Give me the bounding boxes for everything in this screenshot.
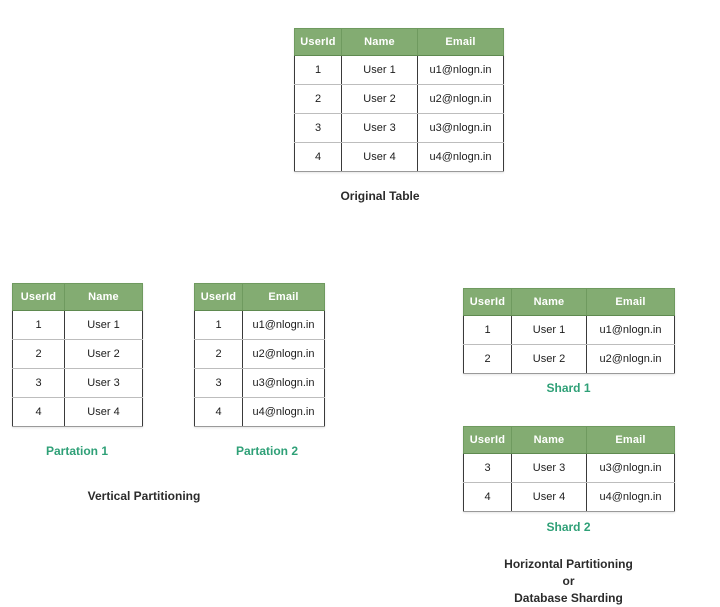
column-header-email: Email	[586, 288, 675, 316]
table-row: 3 User 3 u3@nlogn.in	[294, 113, 504, 143]
cell-name: User 1	[511, 315, 587, 345]
cell-name: User 4	[341, 142, 418, 172]
column-header-userid: UserId	[463, 426, 512, 454]
column-header-name: Name	[64, 283, 143, 311]
partition-1-grid: UserId Name 1 User 1 2 User 2 3 User 3	[12, 283, 143, 427]
original-table: UserId Name Email 1 User 1 u1@nlogn.in 2…	[294, 28, 504, 172]
cell-name: User 4	[511, 482, 587, 512]
cell-userid: 1	[12, 310, 65, 340]
cell-email: u1@nlogn.in	[586, 315, 675, 345]
cell-name: User 4	[64, 397, 143, 427]
table-header-row: UserId Name Email	[463, 288, 675, 316]
shard-1-caption: Shard 1	[546, 381, 591, 395]
cell-email: u4@nlogn.in	[242, 397, 325, 427]
column-header-name: Name	[341, 28, 418, 56]
cell-userid: 4	[463, 482, 512, 512]
partition-1-table: UserId Name 1 User 1 2 User 2 3 User 3	[12, 283, 143, 427]
shard-1-grid: UserId Name Email 1 User 1 u1@nlogn.in 2…	[463, 288, 675, 374]
shard-2-caption: Shard 2	[546, 520, 591, 534]
cell-name: User 3	[341, 113, 418, 143]
cell-userid: 1	[463, 315, 512, 345]
column-header-userid: UserId	[194, 283, 243, 311]
cell-userid: 4	[194, 397, 243, 427]
table-header-row: UserId Name Email	[294, 28, 504, 56]
partition-1-caption: Partation 1	[45, 444, 108, 458]
cell-email: u4@nlogn.in	[417, 142, 504, 172]
column-header-email: Email	[242, 283, 325, 311]
cell-email: u2@nlogn.in	[417, 84, 504, 114]
original-table-caption: Original Table	[340, 189, 420, 203]
column-header-userid: UserId	[463, 288, 512, 316]
cell-email: u1@nlogn.in	[242, 310, 325, 340]
cell-name: User 2	[511, 344, 587, 374]
shard-1-table: UserId Name Email 1 User 1 u1@nlogn.in 2…	[463, 288, 675, 374]
partition-2-caption: Partation 2	[235, 444, 298, 458]
cell-userid: 2	[12, 339, 65, 369]
table-row: 3 User 3 u3@nlogn.in	[463, 453, 675, 483]
partition-2-table: UserId Email 1 u1@nlogn.in 2 u2@nlogn.in…	[194, 283, 325, 427]
table-header-row: UserId Email	[194, 283, 325, 311]
cell-userid: 3	[463, 453, 512, 483]
vertical-partitioning-caption: Vertical Partitioning	[87, 489, 201, 503]
table-header-row: UserId Name	[12, 283, 143, 311]
cell-email: u2@nlogn.in	[242, 339, 325, 369]
table-row: 2 u2@nlogn.in	[194, 339, 325, 369]
column-header-userid: UserId	[12, 283, 65, 311]
column-header-name: Name	[511, 426, 587, 454]
horizontal-partitioning-caption: Horizontal Partitioning or Database Shar…	[504, 557, 633, 605]
table-row: 4 User 4	[12, 397, 143, 427]
cell-userid: 3	[194, 368, 243, 398]
cell-email: u1@nlogn.in	[417, 55, 504, 85]
table-row: 1 User 1 u1@nlogn.in	[294, 55, 504, 85]
column-header-name: Name	[511, 288, 587, 316]
table-row: 2 User 2 u2@nlogn.in	[463, 344, 675, 374]
original-table-grid: UserId Name Email 1 User 1 u1@nlogn.in 2…	[294, 28, 504, 172]
cell-email: u4@nlogn.in	[586, 482, 675, 512]
table-row: 4 User 4 u4@nlogn.in	[294, 142, 504, 172]
table-header-row: UserId Name Email	[463, 426, 675, 454]
column-header-email: Email	[417, 28, 504, 56]
table-row: 3 User 3	[12, 368, 143, 398]
cell-userid: 3	[12, 368, 65, 398]
table-row: 3 u3@nlogn.in	[194, 368, 325, 398]
cell-name: User 3	[64, 368, 143, 398]
cell-userid: 1	[294, 55, 342, 85]
cell-email: u3@nlogn.in	[417, 113, 504, 143]
cell-email: u2@nlogn.in	[586, 344, 675, 374]
table-row: 1 u1@nlogn.in	[194, 310, 325, 340]
table-row: 2 User 2 u2@nlogn.in	[294, 84, 504, 114]
cell-userid: 3	[294, 113, 342, 143]
cell-name: User 1	[64, 310, 143, 340]
cell-name: User 3	[511, 453, 587, 483]
shard-2-grid: UserId Name Email 3 User 3 u3@nlogn.in 4…	[463, 426, 675, 512]
column-header-userid: UserId	[294, 28, 342, 56]
cell-email: u3@nlogn.in	[242, 368, 325, 398]
table-row: 1 User 1	[12, 310, 143, 340]
cell-name: User 2	[341, 84, 418, 114]
cell-email: u3@nlogn.in	[586, 453, 675, 483]
cell-userid: 2	[463, 344, 512, 374]
cell-userid: 2	[194, 339, 243, 369]
cell-userid: 2	[294, 84, 342, 114]
table-row: 4 User 4 u4@nlogn.in	[463, 482, 675, 512]
column-header-email: Email	[586, 426, 675, 454]
table-row: 1 User 1 u1@nlogn.in	[463, 315, 675, 345]
table-row: 4 u4@nlogn.in	[194, 397, 325, 427]
partition-2-grid: UserId Email 1 u1@nlogn.in 2 u2@nlogn.in…	[194, 283, 325, 427]
cell-userid: 4	[12, 397, 65, 427]
cell-userid: 4	[294, 142, 342, 172]
cell-name: User 2	[64, 339, 143, 369]
cell-name: User 1	[341, 55, 418, 85]
cell-userid: 1	[194, 310, 243, 340]
table-row: 2 User 2	[12, 339, 143, 369]
shard-2-table: UserId Name Email 3 User 3 u3@nlogn.in 4…	[463, 426, 675, 512]
